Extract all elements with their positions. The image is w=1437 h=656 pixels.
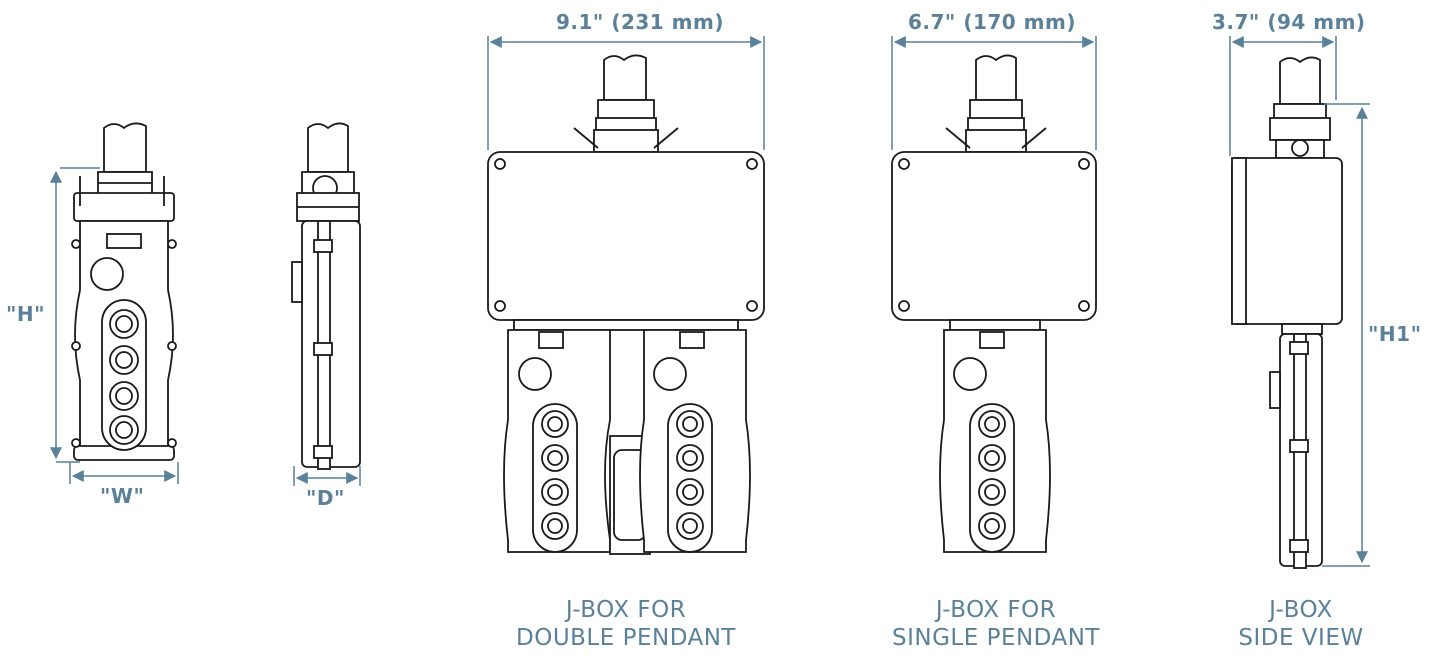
- width-dimension-w: [69, 462, 179, 484]
- double-width-dimension: [487, 36, 765, 150]
- jbox-side-view: [1231, 56, 1343, 569]
- caption-side-line2: SIDE VIEW: [1238, 625, 1364, 651]
- pendant-front-view: [71, 122, 177, 461]
- depth-dimension-d: [293, 466, 361, 486]
- pendant-side-view: [291, 122, 361, 470]
- caption-side-view: J-BOX SIDE VIEW: [1216, 596, 1386, 652]
- dimension-label-w: "W": [100, 484, 145, 508]
- height-dimension-h1: [1322, 103, 1370, 567]
- caption-double-pendant: J-BOX FOR DOUBLE PENDANT: [506, 596, 746, 652]
- side-depth-dimension: [1229, 36, 1337, 156]
- caption-single-pendant: J-BOX FOR SINGLE PENDANT: [866, 596, 1126, 652]
- caption-double-line1: J-BOX FOR: [565, 597, 687, 623]
- dimension-label-side-depth: 3.7" (94 mm): [1212, 10, 1366, 34]
- dimension-label-h1: "H1": [1368, 322, 1422, 346]
- caption-double-line2: DOUBLE PENDANT: [516, 625, 736, 651]
- single-width-dimension: [891, 36, 1097, 150]
- caption-single-line2: SINGLE PENDANT: [892, 625, 1100, 651]
- caption-single-line1: J-BOX FOR: [935, 597, 1057, 623]
- double-pendant-jbox-view: [487, 54, 765, 555]
- dimension-label-double-width: 9.1" (231 mm): [556, 10, 724, 34]
- dimension-label-d: "D": [306, 486, 345, 510]
- caption-side-line1: J-BOX: [1269, 597, 1333, 623]
- dimension-label-single-width: 6.7" (170 mm): [908, 10, 1076, 34]
- dimension-label-h: "H": [6, 302, 46, 326]
- height-dimension-h: [50, 167, 100, 463]
- single-pendant-jbox-view: [891, 54, 1097, 553]
